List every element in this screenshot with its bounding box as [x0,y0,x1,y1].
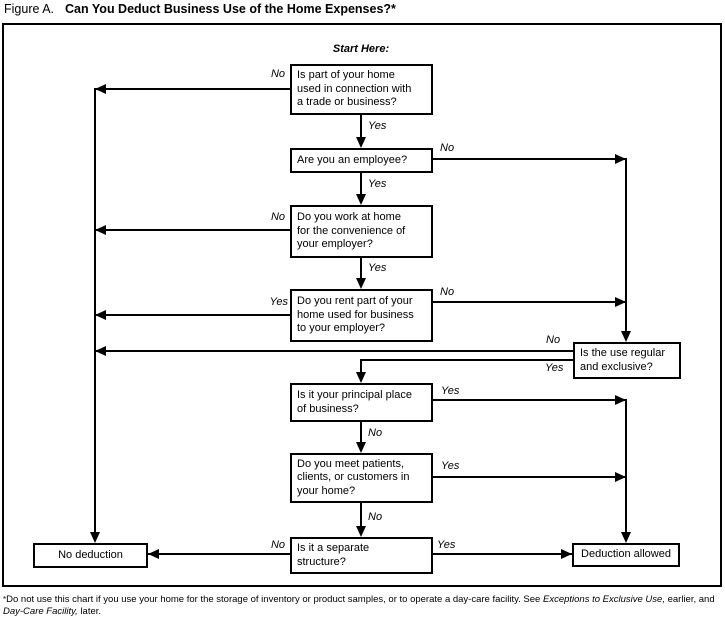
edge-label-trade-yes: Yes [368,120,387,132]
connector-employee-yes-down [360,173,362,198]
arrowhead-regular-no-icon [95,346,106,356]
edge-label-rent-yes: Yes [269,296,288,308]
start-here-label: Start Here: [332,43,390,55]
arrowhead-patients-yes-icon [615,472,626,482]
connector-structure-yes-right [433,553,572,555]
arrowhead-rent-yes-icon [95,310,106,320]
arrowhead-trade-yes-icon [356,137,366,148]
connector-regular-yes-left [360,359,573,361]
arrowhead-trade-no-icon [95,84,106,94]
figure-heading: Can You Deduct Business Use of the Home … [65,2,396,16]
arrowhead-into-no-deduction-icon [90,532,100,543]
connector-trade-yes-down [360,115,362,141]
arrowhead-employee-no-icon [615,154,626,164]
connector-rent-yes-left [95,314,290,316]
arrowhead-structure-yes-icon [561,549,572,559]
footnote-text-1: Do not use this chart if you use your ho… [6,594,543,605]
node-deduction-allowed: Deduction allowed [572,543,680,567]
edge-label-convenience-no: No [270,211,285,223]
footnote: *Do not use this chart if you use your h… [3,594,722,618]
node-rent-to-employer: Do you rent part of your home used for b… [290,289,433,342]
edge-label-trade-no: No [270,68,285,80]
node-regular-and-exclusive: Is the use regular and exclusive? [573,342,681,379]
connector-principal-no-down [360,422,362,446]
connector-regular-no-left [95,350,573,352]
connector-convenience-yes-down [360,258,362,282]
edge-label-principal-yes: Yes [441,385,460,397]
connector-rent-no-right [433,301,626,303]
edge-label-employee-yes: Yes [368,178,387,190]
edge-label-principal-no: No [368,427,383,439]
edge-label-patients-no: No [368,511,383,523]
node-meet-patients: Do you meet patients, clients, or custom… [290,453,433,503]
arrowhead-patients-no-icon [356,526,366,537]
node-no-deduction: No deduction [33,543,148,568]
edge-label-employee-no: No [440,142,455,154]
arrowhead-convenience-yes-icon [356,278,366,289]
arrowhead-into-regular-exclusive-icon [621,331,631,342]
footnote-text-2: earlier, and [664,594,715,605]
footnote-ref-daycare: Day-Care Facility, [3,606,78,617]
arrowhead-principal-yes-icon [615,395,626,405]
edge-label-rent-no: No [440,286,455,298]
connector-principal-yes-right [433,399,626,401]
edge-label-regular-yes: Yes [545,362,564,374]
node-principal-place: Is it your principal place of business? [290,383,433,422]
connector-right-rail-lower [625,399,627,535]
footnote-ref-exceptions: Exceptions to Exclusive Use, [542,594,665,605]
arrowhead-rent-no-icon [615,297,626,307]
arrowhead-structure-no-icon [148,549,159,559]
arrowhead-principal-no-icon [356,442,366,453]
node-trade-or-business: Is part of your home used in connection … [290,64,433,115]
figure-label: Figure A. [4,2,55,16]
connector-employee-no-right [433,158,626,160]
edge-label-convenience-yes: Yes [368,262,387,274]
figure-title: Figure A. Can You Deduct Business Use of … [4,2,396,16]
arrowhead-into-deduction-allowed-icon [621,532,631,543]
connector-patients-yes-right [433,476,626,478]
flowchart-frame [2,23,722,587]
node-separate-structure: Is it a separate structure? [290,537,433,574]
arrowhead-regular-yes-icon [356,372,366,383]
connector-patients-no-down [360,503,362,530]
connector-structure-no-left [148,553,290,555]
edge-label-structure-yes: Yes [437,539,456,551]
connector-right-rail-upper [625,158,627,333]
connector-regular-yes-down [360,359,362,376]
node-convenience-of-employer: Do you work at home for the convenience … [290,205,433,258]
node-employee: Are you an employee? [290,148,433,173]
edge-label-patients-yes: Yes [441,460,460,472]
arrowhead-convenience-no-icon [95,225,106,235]
footnote-text-3: later. [77,606,102,617]
connector-convenience-no-left [95,229,290,231]
edge-label-regular-no: No [546,334,561,346]
edge-label-structure-no: No [270,539,285,551]
connector-trade-no-left [95,88,290,90]
footnote-marker: * [3,595,7,604]
arrowhead-employee-yes-icon [356,194,366,205]
